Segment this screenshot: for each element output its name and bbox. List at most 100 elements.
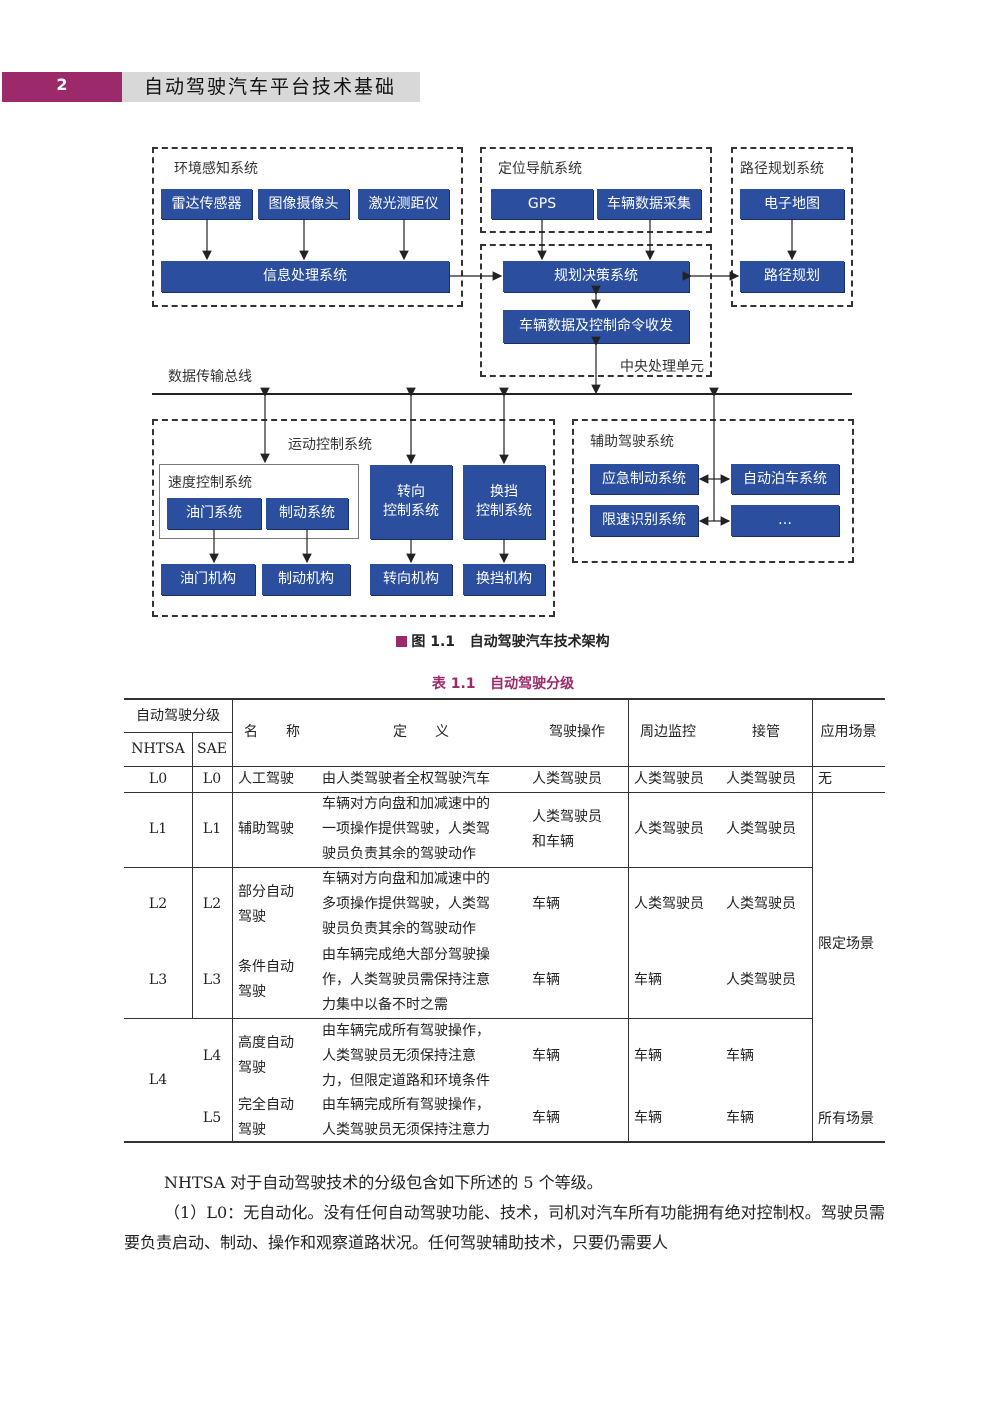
definition-cell: 由车辆完成所有驾驶操作，人类驾驶员无须保持注意力 xyxy=(316,1094,526,1142)
info-processing-box: 信息处理系统 xyxy=(161,261,449,292)
header-name: 名 称 xyxy=(244,723,300,740)
takeover-cell: 车辆 xyxy=(726,1047,754,1064)
body-paragraph-2: （1）L0：无自动化。没有任何自动驾驶功能、技术，司机对汽车所有功能拥有绝对控制… xyxy=(124,1203,885,1252)
name-cell-line: 高度自动 xyxy=(238,1035,294,1051)
nhtsa-cell: L0 xyxy=(148,770,168,787)
table-top-rule xyxy=(124,698,885,700)
assist-group-label: 辅助驾驶系统 xyxy=(590,434,674,450)
col-line-scenario xyxy=(812,698,813,1142)
throttle-mechanism-box: 油门机构 xyxy=(161,564,255,595)
sae-cell: L0 xyxy=(202,770,222,787)
steering-control-line2: 控制系统 xyxy=(383,503,439,519)
name-cell-line: 驾驶 xyxy=(238,1122,266,1138)
emergency-brake-box: 应急制动系统 xyxy=(590,464,698,494)
operation-cell-line: 人类驾驶员 xyxy=(532,808,602,825)
scenario-l0: 无 xyxy=(818,770,832,787)
col-line-monitor xyxy=(628,698,629,1142)
speed-limit-box: 限速识别系统 xyxy=(590,505,698,536)
takeover-cell: 人类驾驶员 xyxy=(726,896,796,912)
autonomy-level-table: 自动驾驶分级 NHTSA SAE 名 称 定 义 驾驶操作 周边监控 接管 应用… xyxy=(124,698,885,1143)
sae-cell: L5 xyxy=(202,1109,222,1126)
more-systems-box: … xyxy=(731,505,839,536)
definition-cell-line: 力集中以备不时之需 xyxy=(322,996,448,1013)
takeover-cell: 人类驾驶员 xyxy=(726,971,796,988)
operation-cell: 人类驾驶员 xyxy=(526,766,628,792)
env-group-frame xyxy=(152,147,463,307)
name-cell: 辅助驾驶 xyxy=(232,792,316,867)
sae-cell: L1 xyxy=(202,821,222,837)
body-paragraph-1: NHTSA 对于自动驾驶技术的分级包含如下所述的 5 个等级。 xyxy=(164,1173,603,1192)
shift-mechanism-box: 换挡机构 xyxy=(463,564,545,595)
scenario-limited: 限定场景 xyxy=(818,935,874,952)
name-cell-line: 驾驶 xyxy=(238,1060,266,1076)
definition-cell-line: 由车辆完成所有驾驶操作， xyxy=(322,1022,490,1039)
nhtsa-cell: L4 xyxy=(148,1071,168,1088)
operation-cell-line: 车辆 xyxy=(532,1047,560,1064)
row-line-l1 xyxy=(124,867,812,868)
sae-cell: L2 xyxy=(202,896,222,912)
definition-cell: 由车辆完成绝大部分驾驶操作，人类驾驶员需保持注意力集中以备不时之需 xyxy=(316,942,526,1018)
operation-cell-line: 和车辆 xyxy=(532,833,574,850)
architecture-diagram: 环境感知系统 定位导航系统 路径规划系统 中央处理单元 数据传输总线 运动控制系… xyxy=(0,0,1006,660)
definition-cell: 由车辆完成所有驾驶操作， 人类驾驶员无须保持注意力，但限定道路和环境条件 xyxy=(316,1018,526,1094)
gps-box: GPS xyxy=(491,189,593,219)
motion-group-label: 运动控制系统 xyxy=(288,437,372,453)
name-cell-line: 驾驶 xyxy=(238,908,266,925)
nhtsa-cell: L2 xyxy=(148,896,168,912)
name-cell-line: 辅助驾驶 xyxy=(238,821,294,837)
monitor-cell: 车辆 xyxy=(634,1109,662,1126)
nhtsa-cell: L1 xyxy=(148,821,168,837)
name-cell: 部分自动驾驶 xyxy=(232,867,316,942)
cpu-group-label: 中央处理单元 xyxy=(620,359,704,375)
definition-cell-line: 力，但限定道路和环境条件 xyxy=(322,1072,490,1089)
monitor-cell: 人类驾驶员 xyxy=(634,821,704,837)
lidar-box: 激光测距仪 xyxy=(358,189,449,219)
name-cell: 条件自动驾驶 xyxy=(232,942,316,1018)
bus-label: 数据传输总线 xyxy=(168,369,252,385)
definition-cell-line: 作，人类驾驶员需保持注意 xyxy=(322,971,490,988)
definition-cell-line: 驶员负责其余的驾驶动作 xyxy=(322,846,476,862)
table-number: 表 1.1 xyxy=(431,676,476,692)
header-scenario: 应用场景 xyxy=(820,723,877,740)
name-cell-line: 条件自动 xyxy=(238,959,294,975)
header-sae: SAE xyxy=(197,740,227,757)
header-bottom-line xyxy=(124,766,885,767)
definition-cell: 车辆对方向盘和加减速中的一项操作提供驾驶，人类驾驶员负责其余的驾驶动作 xyxy=(316,792,526,867)
brake-system-box: 制动系统 xyxy=(266,498,348,529)
header-split-line xyxy=(124,732,232,733)
vehicle-data-box: 车辆数据采集 xyxy=(597,189,701,219)
definition-cell-line: 人类驾驶员无须保持注意 xyxy=(322,1047,476,1064)
steering-control-line1: 转向 xyxy=(397,484,425,500)
diagram-connectors xyxy=(152,219,852,564)
header-level: 自动驾驶分级 xyxy=(136,707,220,724)
radar-sensor-box: 雷达传感器 xyxy=(161,189,252,219)
definition-cell-line: 车辆对方向盘和加减速中的 xyxy=(322,796,490,812)
motion-group-frame xyxy=(152,419,555,617)
brake-mechanism-box: 制动机构 xyxy=(262,564,350,595)
nhtsa-cell: L3 xyxy=(148,971,168,988)
figure-caption: 图 1.1 自动驾驶汽车技术架构 xyxy=(0,631,1006,651)
speed-group-frame xyxy=(159,464,359,539)
row-line-l3 xyxy=(124,1018,812,1019)
header-takeover: 接管 xyxy=(752,723,780,740)
electronic-map-box: 电子地图 xyxy=(740,189,844,219)
table-title: 自动驾驶分级 xyxy=(490,676,575,692)
env-group-label: 环境感知系统 xyxy=(174,161,258,177)
operation-cell: 车辆 xyxy=(526,867,628,942)
header-monitor: 周边监控 xyxy=(640,723,696,740)
sae-cell: L4 xyxy=(202,1047,222,1064)
takeover-cell: 车辆 xyxy=(726,1109,754,1126)
nav-group-label: 定位导航系统 xyxy=(498,161,582,177)
col-line-sae xyxy=(192,732,193,1018)
scenario-all: 所有场景 xyxy=(818,1110,874,1127)
definition-cell-line: 多项操作提供驾驶，人类驾 xyxy=(322,896,490,912)
sae-cell: L3 xyxy=(202,971,222,988)
monitor-cell: 人类驾驶员 xyxy=(634,770,704,787)
page-header: 2 自动驾驶汽车平台技术基础 xyxy=(0,72,1006,102)
definition-cell: 由人类驾驶者全权驾驶汽车 xyxy=(316,766,526,792)
name-cell-line: 完全自动 xyxy=(238,1097,294,1113)
figure-number: 图 1.1 xyxy=(411,634,456,650)
name-cell-line: 部分自动 xyxy=(238,883,294,900)
operation-cell-line: 人类驾驶员 xyxy=(532,770,602,787)
figure-title: 自动驾驶汽车技术架构 xyxy=(469,634,610,650)
